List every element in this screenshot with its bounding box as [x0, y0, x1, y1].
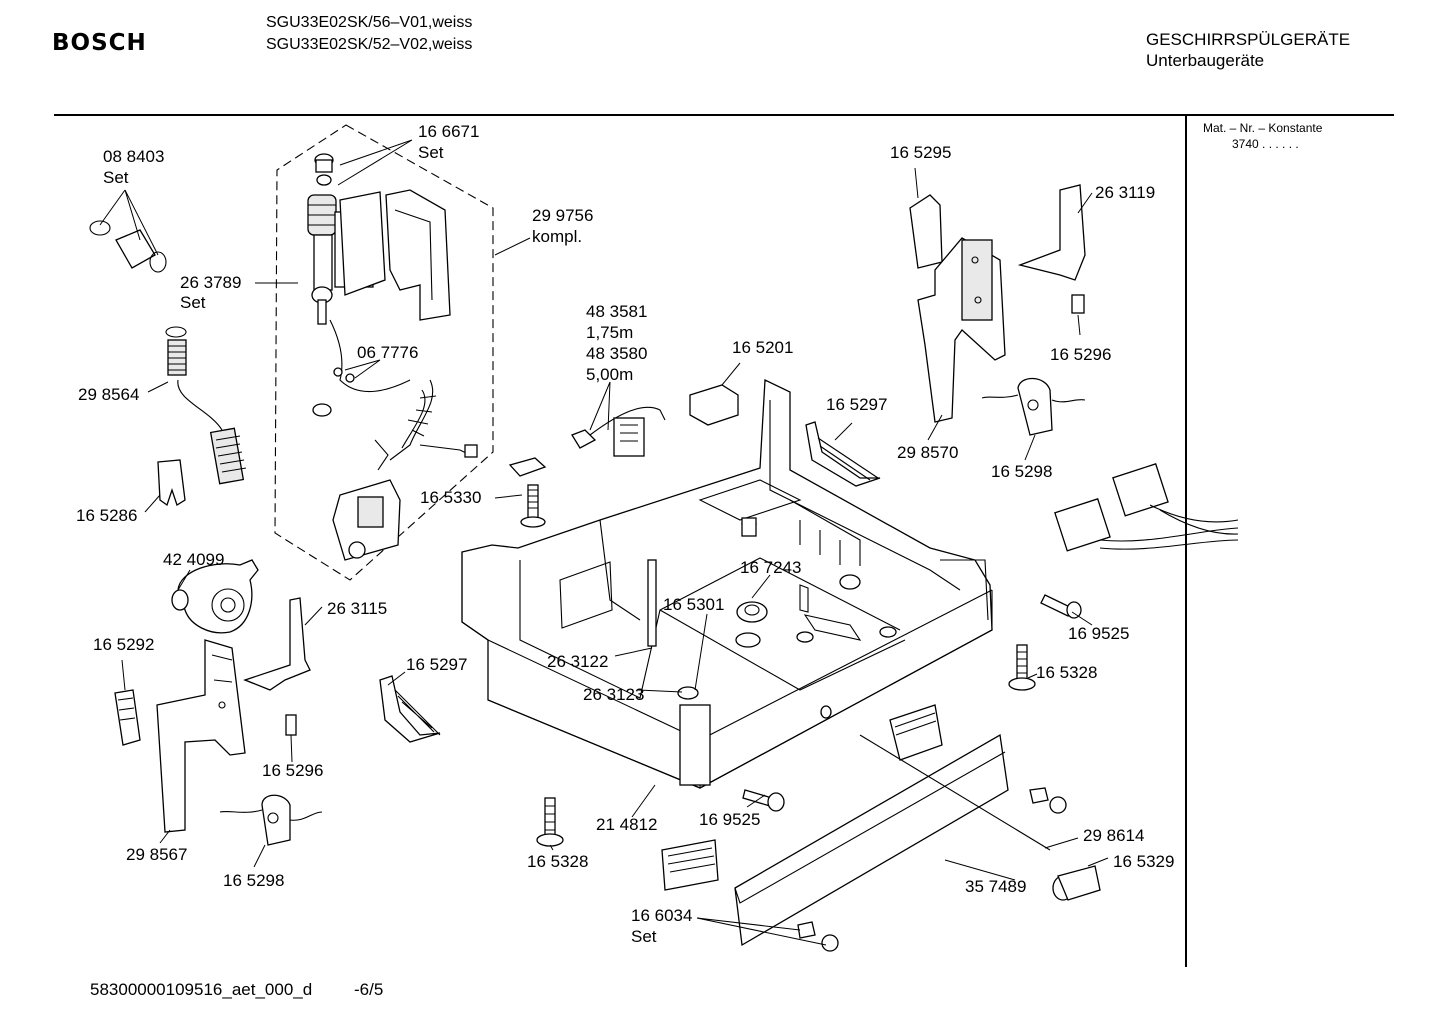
part-label: 26 3789: [180, 273, 241, 292]
part-label: 21 4812: [596, 815, 657, 834]
sensor-left-drawing: [219, 794, 323, 846]
left-side-rail-drawing: [156, 639, 246, 833]
seal-ring-drawing: [736, 601, 768, 623]
model-line-1: SGU33E02SK/56–V01,weiss: [266, 14, 473, 31]
part-label: kompl.: [532, 227, 582, 246]
part-label: 16 9525: [699, 810, 760, 829]
spring-hinge-right-drawing: [805, 421, 881, 487]
part-label: 5,00m: [586, 365, 633, 384]
bracket-piece-drawing: [114, 689, 141, 746]
part-label: 42 4099: [163, 550, 224, 569]
part-label: Set: [180, 293, 206, 312]
part-label: 29 8614: [1083, 826, 1144, 845]
side-panel-divider: [1185, 116, 1187, 967]
part-label: Set: [103, 168, 129, 187]
part-label: 35 7489: [965, 877, 1026, 896]
small-clip-right-drawing: [1071, 294, 1085, 314]
disc-drawing: [677, 686, 699, 700]
part-label: 26 3115: [327, 599, 387, 618]
subcategory-title: Unterbaugeräte: [1146, 51, 1265, 70]
part-label: 16 5296: [262, 761, 323, 780]
hose-clamp-set-drawing: [89, 220, 167, 273]
base-frame-drawing: [461, 378, 993, 789]
sensor-right-drawing: [981, 377, 1086, 436]
connector-box-drawing: [689, 384, 739, 426]
document-id: 58300000109516_aet_000_d: [90, 980, 313, 999]
part-label: 48 3580: [586, 344, 647, 363]
part-label: 16 6671: [418, 122, 479, 141]
wiring-harness-drawing: [1054, 463, 1239, 552]
water-inlet-valve-drawing: [307, 153, 478, 561]
corrugated-hose-drawing: [165, 326, 247, 485]
bracket-left-drawing: [243, 597, 311, 691]
part-label: 16 5297: [826, 395, 887, 414]
screw-right-drawing: [1040, 594, 1082, 619]
part-label: 08 8403: [103, 147, 164, 166]
right-side-rail-drawing: [909, 194, 1006, 423]
part-label: 16 5295: [890, 143, 951, 162]
part-label: 29 9756: [532, 206, 593, 225]
foot-lower-drawing: [536, 797, 564, 847]
part-label: Set: [631, 927, 657, 946]
part-label: 29 8570: [897, 443, 958, 462]
model-line-2: SGU33E02SK/52–V02,weiss: [266, 36, 473, 53]
part-label: 16 5298: [223, 871, 284, 890]
brand-logo: BOSCH: [52, 30, 147, 56]
small-clip-left-drawing: [285, 714, 297, 736]
screw-lower-drawing: [742, 789, 785, 812]
leader-lines: [99, 139, 1109, 946]
material-number-value: 3740 . . . . . .: [1232, 137, 1299, 151]
part-label: 26 3122: [547, 652, 608, 671]
part-label: 16 5328: [1036, 663, 1097, 682]
foot-right-drawing: [1008, 644, 1036, 691]
part-label: 16 5292: [93, 635, 154, 654]
part-label: 16 5329: [1113, 852, 1174, 871]
kick-plate-drawing: [661, 704, 1101, 952]
part-labels: 08 8403 Set 16 6671 Set 29 9756 kompl. 2…: [76, 122, 1174, 946]
page-number: -6/5: [354, 980, 384, 999]
header-divider: [54, 114, 1394, 116]
part-label: 16 9525: [1068, 624, 1129, 643]
drain-pump-drawing: [171, 559, 259, 634]
part-label: 16 5296: [1050, 345, 1111, 364]
part-label: 16 5286: [76, 506, 137, 525]
cable-drawing: [571, 406, 666, 457]
adjustable-foot-drawing: [508, 457, 547, 528]
part-label: 16 6034: [631, 906, 692, 925]
bracket-right-drawing: [1017, 184, 1086, 281]
part-label: 16 5298: [991, 462, 1052, 481]
part-label: 16 5328: [527, 852, 588, 871]
part-label: 29 8564: [78, 385, 139, 404]
part-label: 16 5297: [406, 655, 467, 674]
material-number-label: Mat. – Nr. – Konstante: [1203, 121, 1323, 135]
clip-drawing: [157, 459, 186, 507]
part-label: 16 5301: [663, 595, 724, 614]
part-label: 1,75m: [586, 323, 633, 342]
part-label: Set: [418, 143, 444, 162]
part-label: 06 7776: [357, 343, 418, 362]
part-label: 29 8567: [126, 845, 187, 864]
part-label: 16 7243: [740, 558, 801, 577]
part-label: 16 5330: [420, 488, 481, 507]
part-label: 26 3119: [1095, 183, 1155, 202]
part-label: 26 3123: [583, 685, 644, 704]
part-label: 48 3581: [586, 302, 647, 321]
part-label: 16 5201: [732, 338, 793, 357]
category-title: GESCHIRRSPÜLGERÄTE: [1146, 30, 1351, 49]
spring-hinge-left-drawing: [379, 675, 441, 743]
